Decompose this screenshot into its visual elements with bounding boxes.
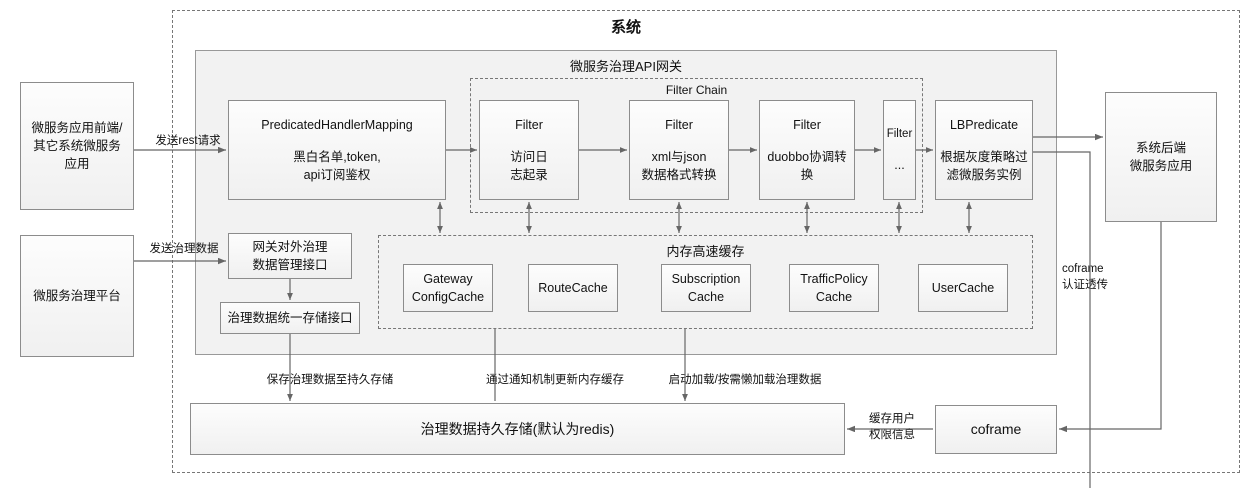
- filter-title: Filter: [515, 117, 543, 132]
- lbpredicate-line: 根据灰度策略过: [940, 149, 1028, 164]
- filter-line: duobbo协调转: [767, 149, 847, 164]
- node-lbpredicate[interactable]: LBPredicate 根据灰度策略过 滤微服务实例: [935, 100, 1033, 200]
- filter-line: 访问日: [510, 149, 548, 164]
- node-line: 微服务应用: [1129, 159, 1193, 173]
- cache-line: UserCache: [931, 280, 995, 295]
- storage-line: 治理数据统一存储接口: [227, 310, 353, 325]
- system-title: 系统: [610, 19, 641, 36]
- filter-chain-zone: [470, 78, 923, 213]
- filter-line: xml与json: [651, 149, 707, 164]
- cache-title: 内存高速缓存: [666, 244, 745, 259]
- edge-label-coframe-auth: coframe 认证透传: [1062, 262, 1132, 293]
- node-filter-access-log[interactable]: Filter 访问日 志起录: [479, 100, 579, 200]
- handler-line: api订阅鉴权: [303, 168, 371, 183]
- node-filter-format-convert[interactable]: Filter xml与json 数据格式转换: [629, 100, 729, 200]
- edge-label-line: 缓存用户: [869, 413, 915, 425]
- node-line: 系统后端: [1135, 140, 1186, 155]
- node-gateway-mgmt-interface[interactable]: 网关对外治理 数据管理接口: [228, 233, 352, 279]
- edge-label-cache-user-perms: 缓存用户 权限信息: [852, 412, 932, 443]
- coframe-line: coframe: [970, 421, 1022, 438]
- cache-line: RouteCache: [538, 280, 608, 295]
- edge-label-save-to-persistence: 保存治理数据至持久存储: [266, 374, 394, 386]
- mgmt-line: 网关对外治理: [252, 239, 328, 254]
- node-persistent-storage[interactable]: 治理数据持久存储(默认为redis): [190, 403, 845, 455]
- node-line: 应用: [64, 157, 90, 172]
- persistence-line: 治理数据持久存储(默认为redis): [420, 420, 615, 437]
- cache-line: TrafficPolicy: [800, 271, 868, 286]
- edge-label-send-rest: 发送rest请求: [155, 135, 221, 147]
- node-line: 微服务应用前端/: [31, 120, 123, 135]
- node-line: 微服务治理平台: [33, 288, 121, 303]
- node-cache-traffic-policy[interactable]: TrafficPolicy Cache: [789, 264, 879, 312]
- filter-line: ...: [894, 158, 905, 173]
- cache-line: Gateway: [423, 271, 473, 286]
- node-cache-route[interactable]: RouteCache: [528, 264, 618, 312]
- lbpredicate-title: LBPredicate: [949, 117, 1019, 132]
- edge-label-line: 认证透传: [1062, 278, 1108, 291]
- cache-line: Cache: [687, 290, 725, 304]
- node-predicated-handler-mapping[interactable]: PredicatedHandlerMapping 黑白名单,token, api…: [228, 100, 446, 200]
- node-line: 其它系统微服务: [33, 138, 121, 153]
- mgmt-line: 数据管理接口: [252, 258, 328, 272]
- node-backend-app[interactable]: 系统后端 微服务应用: [1105, 92, 1217, 222]
- node-governance-platform[interactable]: 微服务治理平台: [20, 235, 134, 357]
- node-cache-subscription[interactable]: Subscription Cache: [661, 264, 751, 312]
- cache-line: Subscription: [671, 271, 741, 286]
- filter-line: 志起录: [510, 168, 548, 183]
- node-frontend-app[interactable]: 微服务应用前端/ 其它系统微服务 应用: [20, 82, 134, 210]
- node-filter-more[interactable]: Filter ...: [883, 100, 916, 200]
- handler-line: 黑白名单,token,: [293, 149, 381, 164]
- node-cache-gateway-config[interactable]: Gateway ConfigCache: [403, 264, 493, 312]
- edge-label-send-governance-data: 发送治理数据: [149, 243, 219, 255]
- filter-chain-title: Filter Chain: [665, 83, 728, 97]
- filter-title: Filter: [886, 127, 913, 140]
- filter-title: Filter: [793, 117, 821, 132]
- cache-zone: [378, 235, 1033, 329]
- node-coframe[interactable]: coframe: [935, 405, 1057, 454]
- system-boundary: [172, 10, 1240, 473]
- filter-line: 换: [800, 168, 814, 183]
- edge-label-line: 权限信息: [869, 428, 915, 441]
- gateway-title: 微服务治理API网关: [570, 59, 682, 74]
- filter-line: 数据格式转换: [641, 168, 717, 183]
- node-cache-user[interactable]: UserCache: [918, 264, 1008, 312]
- edge-label-notify-update-cache: 通过通知机制更新内存缓存: [486, 374, 624, 386]
- filter-title: Filter: [665, 117, 693, 132]
- edge-label-line: coframe: [1062, 263, 1104, 275]
- handler-title: PredicatedHandlerMapping: [261, 117, 413, 132]
- lbpredicate-line: 滤微服务实例: [946, 168, 1022, 183]
- cache-line: Cache: [815, 290, 853, 304]
- edge-label-startup-lazy-load: 启动加载/按需懒加载治理数据: [668, 374, 822, 386]
- node-filter-dubbo-convert[interactable]: Filter duobbo协调转 换: [759, 100, 855, 200]
- node-unified-storage-interface[interactable]: 治理数据统一存储接口: [220, 302, 360, 334]
- cache-line: ConfigCache: [411, 290, 485, 304]
